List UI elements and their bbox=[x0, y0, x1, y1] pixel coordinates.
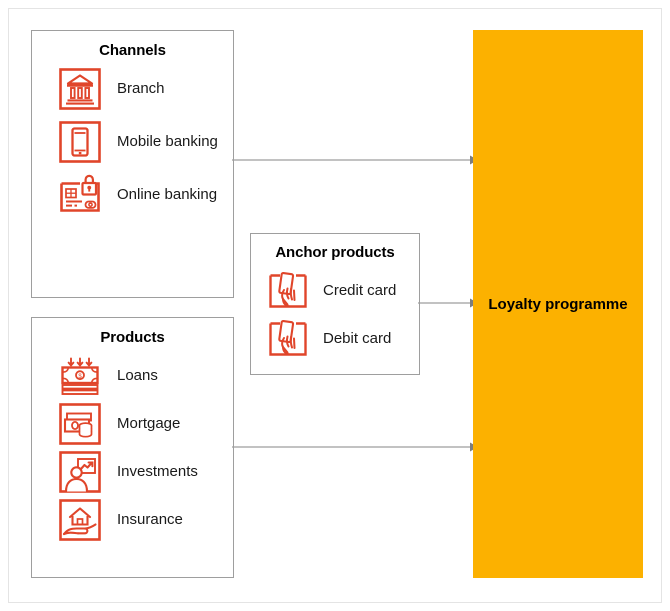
list-item-credit-card[interactable]: Credit card bbox=[251, 269, 419, 313]
list-item-branch[interactable]: Branch bbox=[32, 67, 233, 111]
house-in-hand-icon bbox=[58, 498, 102, 542]
loyalty-programme-label: Loyalty programme bbox=[488, 295, 628, 313]
list-item-online-banking[interactable]: Online banking bbox=[32, 173, 233, 217]
group-title-products: Products bbox=[100, 329, 165, 346]
banknotes-icon: $ bbox=[58, 354, 102, 398]
group-title-channels: Channels bbox=[99, 42, 166, 59]
list-item-insurance[interactable]: Insurance bbox=[32, 498, 233, 542]
list-item-label: Insurance bbox=[117, 511, 183, 528]
list-item-mortgage[interactable]: Mortgage bbox=[32, 402, 233, 446]
bank-branch-icon bbox=[58, 67, 102, 111]
group-box-products: Products bbox=[31, 317, 234, 578]
list-item-investments[interactable]: Investments bbox=[32, 450, 233, 494]
list-item-label: Debit card bbox=[323, 330, 392, 347]
online-banking-lock-icon bbox=[58, 173, 102, 217]
list-item-mobile-banking[interactable]: Mobile banking bbox=[32, 120, 233, 164]
arrow-anchor-to-loyalty bbox=[418, 298, 478, 308]
group-title-anchor-products: Anchor products bbox=[275, 244, 395, 261]
item-list-anchor-products: Credit card Debit card bbox=[251, 269, 419, 361]
list-item-label: Credit card bbox=[323, 282, 397, 299]
list-item-loans[interactable]: $ Loans bbox=[32, 354, 233, 398]
cash-coins-icon bbox=[58, 402, 102, 446]
hand-holding-card-icon bbox=[266, 269, 310, 313]
list-item-label: Loans bbox=[117, 367, 158, 384]
item-list-products: $ Loans bbox=[32, 354, 233, 542]
arrow-channels-to-loyalty bbox=[232, 155, 478, 165]
group-box-anchor-products: Anchor products Credit card bbox=[250, 233, 420, 375]
group-box-channels: Channels Branch bbox=[31, 30, 234, 298]
loyalty-programme-panel[interactable]: Loyalty programme bbox=[473, 30, 643, 578]
list-item-label: Mobile banking bbox=[117, 133, 218, 150]
list-item-label: Investments bbox=[117, 463, 198, 480]
list-item-label: Online banking bbox=[117, 186, 218, 203]
list-item-debit-card[interactable]: Debit card bbox=[251, 317, 419, 361]
arrow-products-to-loyalty bbox=[232, 442, 478, 452]
list-item-label: Mortgage bbox=[117, 415, 181, 432]
mobile-phone-icon bbox=[58, 120, 102, 164]
list-item-label: Branch bbox=[117, 80, 165, 97]
person-growth-chart-icon bbox=[58, 450, 102, 494]
svg-text:$: $ bbox=[78, 374, 82, 380]
hand-holding-card-icon bbox=[266, 317, 310, 361]
item-list-channels: Branch Mobile banking bbox=[32, 67, 233, 217]
